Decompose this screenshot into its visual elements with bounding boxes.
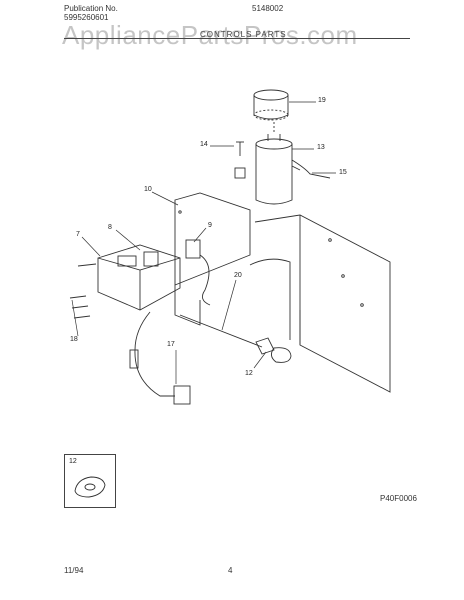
model-code: 5148002 [252, 4, 284, 13]
callout-18: 18 [70, 336, 78, 343]
footer-date: 11/94 [64, 566, 84, 575]
callout-19: 19 [318, 97, 326, 104]
callout-14: 14 [200, 141, 208, 148]
inset-label: 12 [69, 458, 77, 465]
capacitor-cover [253, 89, 289, 121]
callout-8: 8 [108, 224, 112, 231]
selector-switch [185, 239, 201, 259]
callout-7: 7 [76, 231, 80, 238]
mounting-screw [234, 141, 246, 179]
diagram-code: P40F0006 [380, 494, 417, 503]
cabinet-side-panel [249, 214, 391, 393]
callout-17: 17 [167, 341, 175, 348]
screw-set [69, 263, 97, 319]
control-panel-bracket [174, 192, 251, 326]
section-title: CONTROLS PARTS [200, 30, 287, 39]
control-housing [97, 244, 181, 311]
callout-leaders [71, 101, 336, 384]
capacitor-strap [291, 159, 331, 179]
callout-9: 9 [208, 222, 212, 229]
power-cord [129, 311, 191, 405]
callout-20: 20 [234, 272, 242, 279]
page-number: 4 [228, 566, 233, 575]
wire-harness [199, 254, 211, 306]
callout-12: 12 [245, 370, 253, 377]
header-rule [64, 38, 410, 39]
callout-15: 15 [339, 169, 347, 176]
watermark-text: AppliancePartsPros.com [62, 20, 358, 50]
grommet-inset-box: 12 [64, 454, 116, 508]
inset-grommet-drawing [74, 476, 106, 498]
thermostat-tube [179, 314, 263, 348]
callout-10: 10 [144, 186, 152, 193]
publication-label: Publication No. [64, 4, 118, 13]
callout-13: 13 [317, 144, 325, 151]
grommet-pair [255, 337, 292, 363]
publication-number: 5995260601 [64, 13, 109, 22]
capacitor [255, 122, 293, 205]
